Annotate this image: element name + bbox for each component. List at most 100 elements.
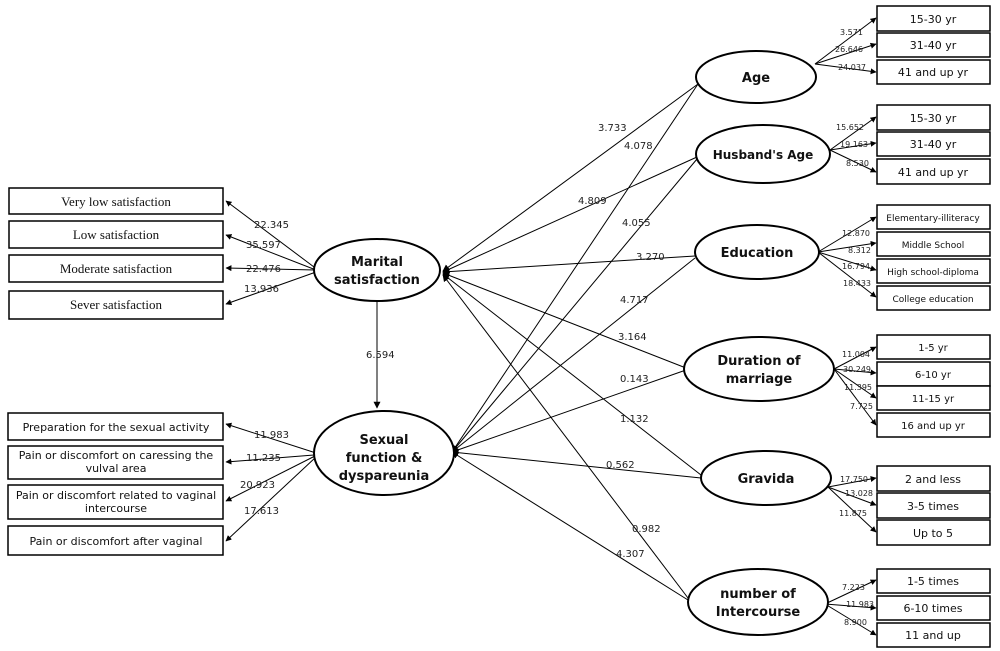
duration-to-sexual-path bbox=[451, 369, 687, 454]
indicator-label: Very low satisfaction bbox=[61, 194, 171, 209]
sexual-oval-line3: dyspareunia bbox=[339, 469, 430, 484]
category-label: Middle School bbox=[902, 241, 964, 251]
gravida-link-up-5 bbox=[827, 486, 877, 533]
intercourse-to-sexual-path bbox=[451, 451, 689, 601]
loading-value: 7.223 bbox=[842, 583, 865, 592]
gravida-oval bbox=[700, 450, 832, 506]
education-link-college bbox=[817, 251, 877, 298]
category-label: 41 and up yr bbox=[898, 166, 969, 179]
category-box bbox=[876, 104, 991, 131]
path-value: 0.143 bbox=[620, 374, 649, 385]
loading-value: 3.571 bbox=[840, 28, 863, 37]
loading-value: 8.900 bbox=[844, 618, 867, 627]
indicator-box bbox=[8, 290, 224, 320]
indicator-label: Preparation for the sexual activity bbox=[23, 421, 210, 434]
loading-value: 13.028 bbox=[845, 489, 873, 498]
path-value: 3.270 bbox=[636, 252, 665, 263]
loading-value: 11.004 bbox=[842, 350, 870, 359]
loading-value: 17.613 bbox=[244, 506, 279, 517]
age-link-31-40 bbox=[814, 42, 877, 65]
gravida-link-3-5 bbox=[827, 486, 877, 506]
duration-to-marital-path bbox=[442, 272, 687, 369]
path-value: 4.809 bbox=[578, 196, 607, 207]
category-box bbox=[876, 131, 991, 157]
education-indicators: Elementary-illiteracy Middle School High… bbox=[842, 204, 991, 311]
path-value: 0.982 bbox=[632, 524, 661, 535]
category-label: 16 and up yr bbox=[901, 421, 966, 432]
sexual-link-after bbox=[225, 456, 317, 542]
loading-value: 11.983 bbox=[254, 430, 289, 441]
marital-indicators: Very low satisfaction Low satisfaction M… bbox=[8, 187, 289, 320]
category-box bbox=[876, 361, 991, 387]
duration-link-16 bbox=[833, 368, 877, 426]
category-box bbox=[876, 334, 991, 360]
age-link-41 bbox=[814, 63, 877, 75]
loading-value: 30.249 bbox=[843, 365, 871, 374]
marital-link-sever bbox=[225, 271, 317, 306]
category-label: 3-5 times bbox=[907, 500, 959, 513]
category-label: 41 and up yr bbox=[898, 66, 969, 79]
loading-value: 11.235 bbox=[246, 453, 281, 464]
category-label: 15-30 yr bbox=[910, 112, 957, 125]
indicator-box bbox=[8, 254, 224, 283]
indicator-box bbox=[8, 220, 224, 249]
path-value: 3.164 bbox=[618, 332, 647, 343]
loading-value: 13.936 bbox=[244, 284, 279, 295]
education-oval-label: Education bbox=[721, 246, 794, 261]
path-value: 4.717 bbox=[620, 295, 649, 306]
age-to-sexual-path bbox=[451, 83, 699, 453]
category-box bbox=[876, 622, 991, 648]
category-label: Up to 5 bbox=[913, 527, 953, 540]
category-box bbox=[876, 412, 991, 438]
path-value: 4.307 bbox=[616, 549, 645, 560]
intercourse-link-11 bbox=[824, 603, 877, 636]
sexual-function-oval bbox=[313, 410, 455, 496]
husband-to-sexual-path bbox=[451, 158, 698, 453]
age-oval-label: Age bbox=[742, 71, 770, 86]
loading-value: 8.530 bbox=[846, 159, 869, 168]
marital-link-moderate bbox=[225, 265, 316, 272]
husband-age-oval bbox=[695, 124, 831, 184]
intercourse-indicators: 1-5 times 6-10 times 11 and up 7.223 11.… bbox=[842, 568, 991, 648]
loading-value: 18.433 bbox=[843, 279, 871, 288]
category-label: 11 and up bbox=[905, 629, 961, 642]
indicator-box bbox=[7, 412, 224, 441]
education-link-elementary bbox=[817, 216, 877, 253]
loading-value: 16.794 bbox=[842, 262, 870, 271]
loading-value: 12.870 bbox=[842, 229, 870, 238]
husband-link-41 bbox=[829, 149, 877, 173]
indicator-label: Low satisfaction bbox=[73, 227, 160, 242]
category-label: Elementary-illiteracy bbox=[886, 214, 980, 224]
oval-labels: Marital satisfaction Sexual function & d… bbox=[334, 71, 813, 620]
gravida-to-marital-path bbox=[442, 273, 702, 476]
path-value: 3.733 bbox=[598, 123, 627, 134]
education-oval bbox=[694, 224, 820, 280]
indicator-label: Pain or discomfort after vaginal bbox=[30, 535, 203, 548]
indicator-box bbox=[7, 525, 224, 556]
loading-value: 22.476 bbox=[246, 264, 281, 275]
category-label: 6-10 times bbox=[903, 602, 962, 615]
husband-link-15-30 bbox=[829, 116, 877, 151]
age-to-marital-path bbox=[442, 83, 699, 272]
duration-oval bbox=[683, 336, 835, 402]
category-label: College education bbox=[892, 295, 973, 305]
intercourse-oval-line2: Intercourse bbox=[716, 605, 801, 620]
education-to-marital-path bbox=[442, 255, 696, 276]
education-to-sexual-path bbox=[451, 257, 696, 453]
path-value: 1.132 bbox=[620, 414, 649, 425]
education-link-middle bbox=[817, 240, 877, 253]
sexual-link-preparation bbox=[225, 422, 317, 454]
loading-value: 20.923 bbox=[240, 480, 275, 491]
gravida-oval-label: Gravida bbox=[738, 472, 795, 487]
category-box bbox=[876, 385, 991, 411]
category-box bbox=[876, 231, 991, 257]
indicator-box bbox=[8, 187, 224, 215]
loading-value: 11.875 bbox=[839, 509, 867, 518]
duration-link-6-10 bbox=[833, 368, 877, 376]
category-label: 11-15 yr bbox=[912, 394, 955, 405]
duration-oval-line2: marriage bbox=[726, 372, 793, 387]
category-label: 15-30 yr bbox=[910, 13, 957, 26]
indicator-box bbox=[7, 445, 224, 480]
age-indicators: 15-30 yr 31-40 yr 41 and up yr 3.571 26.… bbox=[835, 5, 991, 85]
